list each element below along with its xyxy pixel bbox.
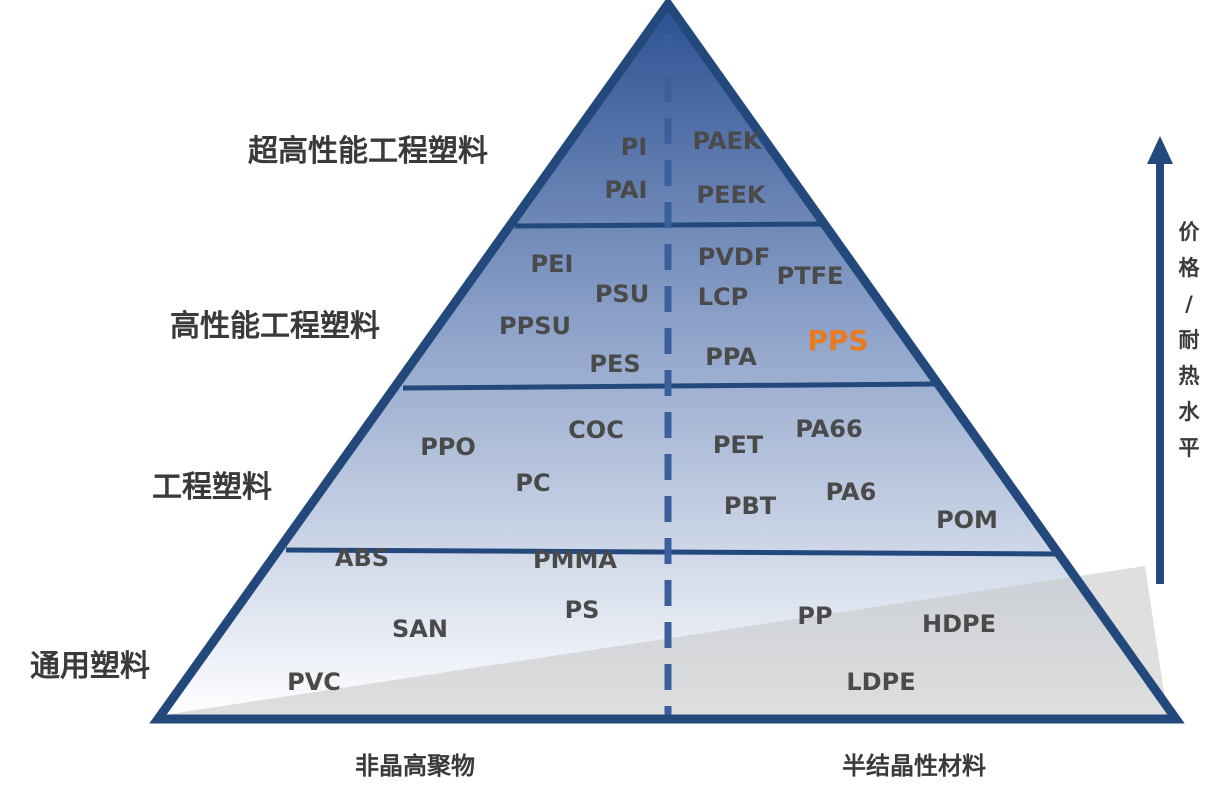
- material-label-pei: PEI: [531, 250, 574, 278]
- material-label-abs: ABS: [335, 544, 389, 572]
- material-label-paek: PAEK: [693, 127, 763, 155]
- material-label-hdpe: HDPE: [922, 610, 996, 638]
- material-label-pom: POM: [936, 506, 998, 534]
- vertical-axis-char: 价: [1178, 220, 1200, 244]
- material-label-ppo: PPO: [420, 433, 476, 461]
- material-label-psu: PSU: [595, 280, 649, 308]
- material-label-ppsu: PPSU: [499, 312, 571, 340]
- material-label-pai: PAI: [605, 176, 648, 204]
- material-label-pet: PET: [713, 431, 764, 459]
- axis-arrowhead: [1147, 136, 1173, 164]
- material-label-pps: PPS: [807, 324, 868, 357]
- material-label-pvdf: PVDF: [698, 243, 770, 271]
- vertical-axis-char: /: [1185, 292, 1193, 316]
- vertical-axis-label: 价 格 / 耐 热 水 平: [1172, 222, 1206, 474]
- material-label-ps: PS: [565, 596, 600, 624]
- material-label-coc: COC: [568, 416, 624, 444]
- material-label-pes: PES: [589, 350, 640, 378]
- material-label-pa66: PA66: [795, 415, 862, 443]
- vertical-axis-char: 格: [1178, 256, 1200, 280]
- tier-label-common: 通用塑料: [30, 649, 150, 684]
- tier-label-ultra-high: 超高性能工程塑料: [248, 134, 488, 169]
- bottom-label-semicrystalline: 半结晶性材料: [842, 752, 986, 780]
- material-label-ldpe: LDPE: [846, 668, 915, 696]
- vertical-axis-char: 耐: [1178, 328, 1200, 352]
- material-label-peek: PEEK: [697, 181, 767, 209]
- tier-label-high: 高性能工程塑料: [170, 309, 380, 344]
- vertical-axis-char: 水: [1178, 400, 1200, 424]
- bottom-label-amorphous: 非晶高聚物: [355, 752, 475, 780]
- material-label-pvc: PVC: [287, 668, 341, 696]
- material-label-ppa: PPA: [705, 343, 757, 371]
- pyramid-outline: [149, 0, 1185, 724]
- material-label-pmma: PMMA: [533, 546, 617, 574]
- pyramid-body: [158, 4, 1176, 719]
- material-label-san: SAN: [392, 615, 448, 643]
- material-label-lcp: LCP: [698, 283, 749, 311]
- material-label-pp: PP: [797, 602, 832, 630]
- material-label-pa6: PA6: [826, 478, 877, 506]
- vertical-axis-char: 平: [1178, 436, 1200, 460]
- material-label-pbt: PBT: [724, 492, 777, 520]
- material-label-pc: PC: [515, 469, 550, 497]
- material-label-pi: PI: [621, 133, 648, 161]
- vertical-axis-char: 热: [1178, 364, 1200, 388]
- material-labels: PIPAIPAEKPEEKPEIPSUPPSUPESPVDFPTFELCPPPS…: [287, 127, 998, 696]
- material-label-ptfe: PTFE: [777, 262, 844, 290]
- tier-label-engineering: 工程塑料: [152, 470, 272, 505]
